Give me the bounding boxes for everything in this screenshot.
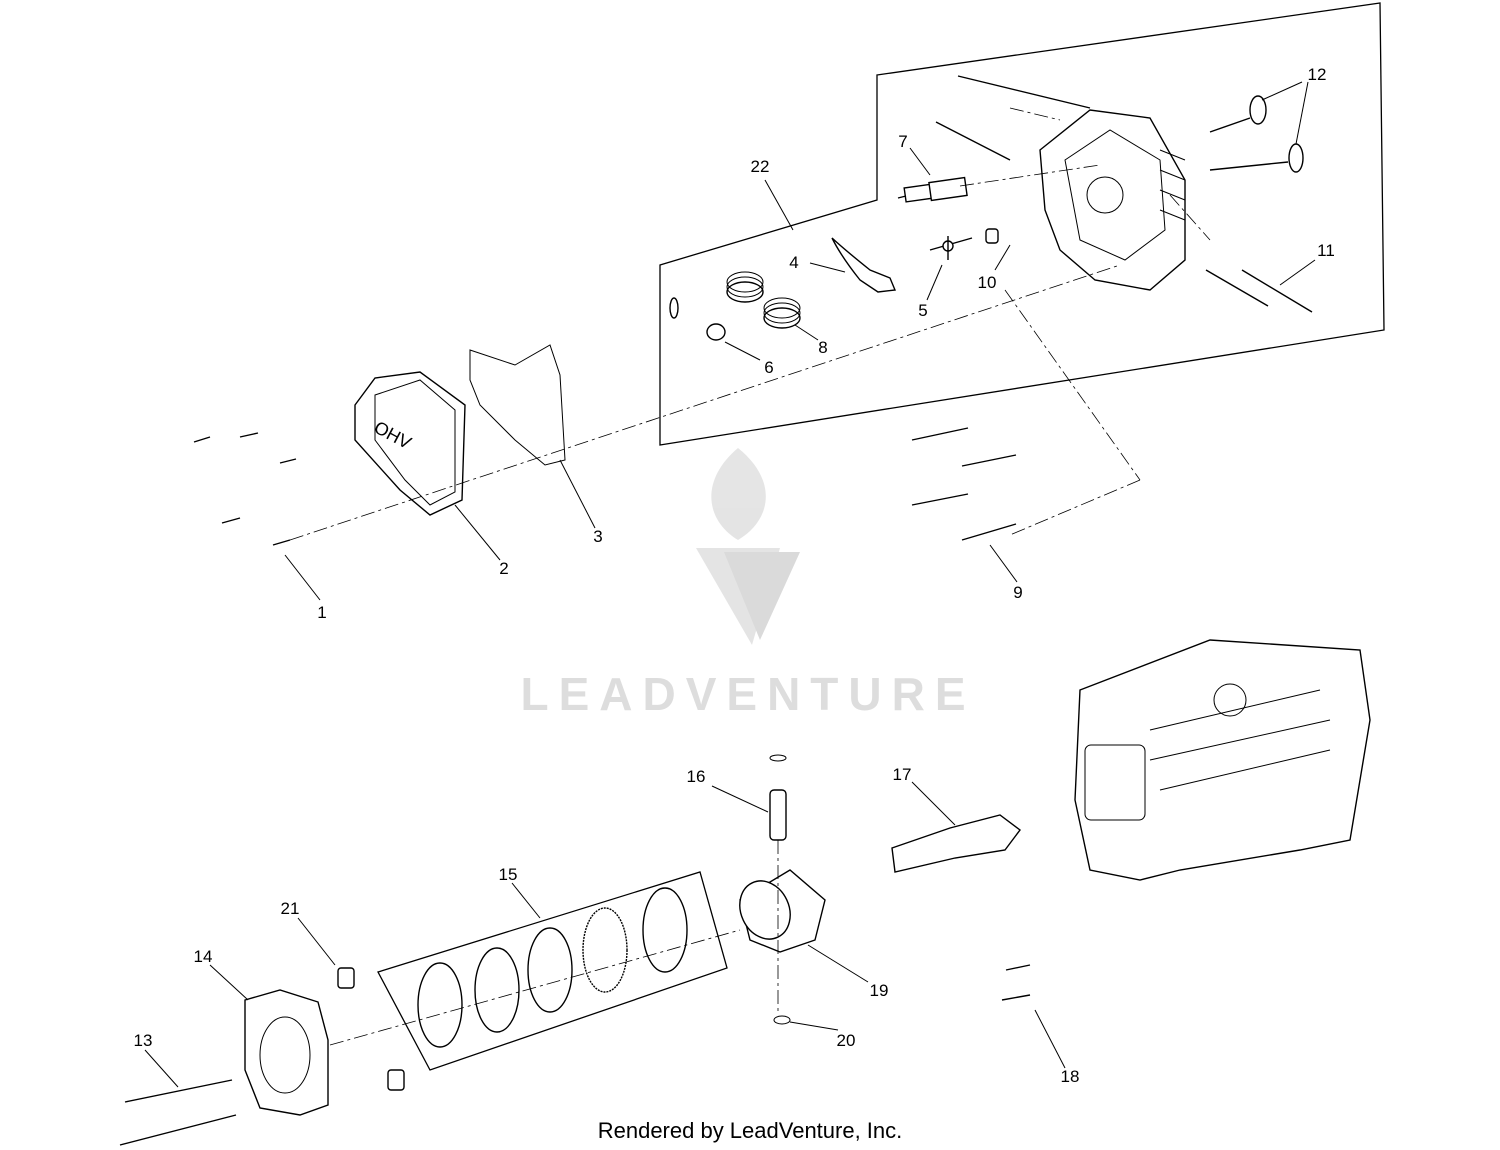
spring-retainer-left	[669, 297, 679, 319]
callout-20: 20	[837, 1031, 856, 1050]
piston-rings	[417, 887, 688, 1048]
valve-springs	[726, 271, 801, 329]
callout-21: 21	[281, 899, 300, 918]
callout-6: 6	[764, 358, 773, 377]
callout-1: 1	[317, 603, 326, 622]
callout-5: 5	[918, 301, 927, 320]
rendered-by-footer: Rendered by LeadVenture, Inc.	[598, 1118, 903, 1143]
callout-2: 2	[499, 559, 508, 578]
head-gasket	[244, 989, 329, 1116]
piston-rings-box	[377, 871, 728, 1071]
callout-22: 22	[751, 157, 770, 176]
callout-19: 19	[870, 981, 889, 1000]
callout-7: 7	[898, 132, 907, 151]
pin-clip-bottom	[773, 1015, 791, 1025]
callout-11: 11	[1317, 241, 1335, 260]
cover-gasket	[469, 344, 566, 466]
rocker-cover: OHV	[354, 371, 466, 516]
rocker-arm	[831, 237, 897, 293]
callout-12: 12	[1308, 65, 1327, 84]
piston-pin	[769, 789, 787, 841]
cylinder-head	[1039, 109, 1186, 291]
spark-plug	[897, 176, 968, 203]
callout-4: 4	[789, 253, 798, 272]
callout-17: 17	[893, 765, 912, 784]
callout-10: 10	[978, 273, 997, 292]
dowel-pin-lower	[387, 1069, 405, 1091]
cover-screws	[193, 432, 297, 546]
callout-9: 9	[1013, 583, 1022, 602]
callout-8: 8	[818, 338, 827, 357]
pushrods	[119, 1079, 237, 1146]
piston	[739, 869, 826, 953]
callout-16: 16	[687, 767, 706, 786]
callout-3: 3	[593, 527, 602, 546]
callout-14: 14	[194, 947, 213, 966]
rocker-pivot	[929, 236, 973, 260]
callout-13: 13	[134, 1031, 153, 1050]
head-studs	[935, 75, 1313, 313]
valves	[1209, 95, 1304, 173]
cylinder-head-kit-box	[659, 2, 1385, 446]
watermark-brand: LEADVENTURE	[520, 668, 975, 720]
spring-retainer	[706, 323, 726, 341]
dowel-pin-upper	[337, 967, 355, 989]
head-bolts	[911, 427, 1017, 541]
callout-18: 18	[1061, 1067, 1080, 1086]
assembly-lines	[289, 107, 1211, 1046]
watermark-logo	[696, 448, 800, 645]
crankcase-bolts	[1001, 964, 1031, 1001]
callout-15: 15	[499, 865, 518, 884]
leader-lines	[144, 81, 1316, 1088]
connecting-rod	[891, 814, 1021, 873]
pin-clip-top	[769, 754, 787, 762]
valve-stem-seal	[985, 228, 999, 244]
engine-block	[1074, 639, 1371, 881]
